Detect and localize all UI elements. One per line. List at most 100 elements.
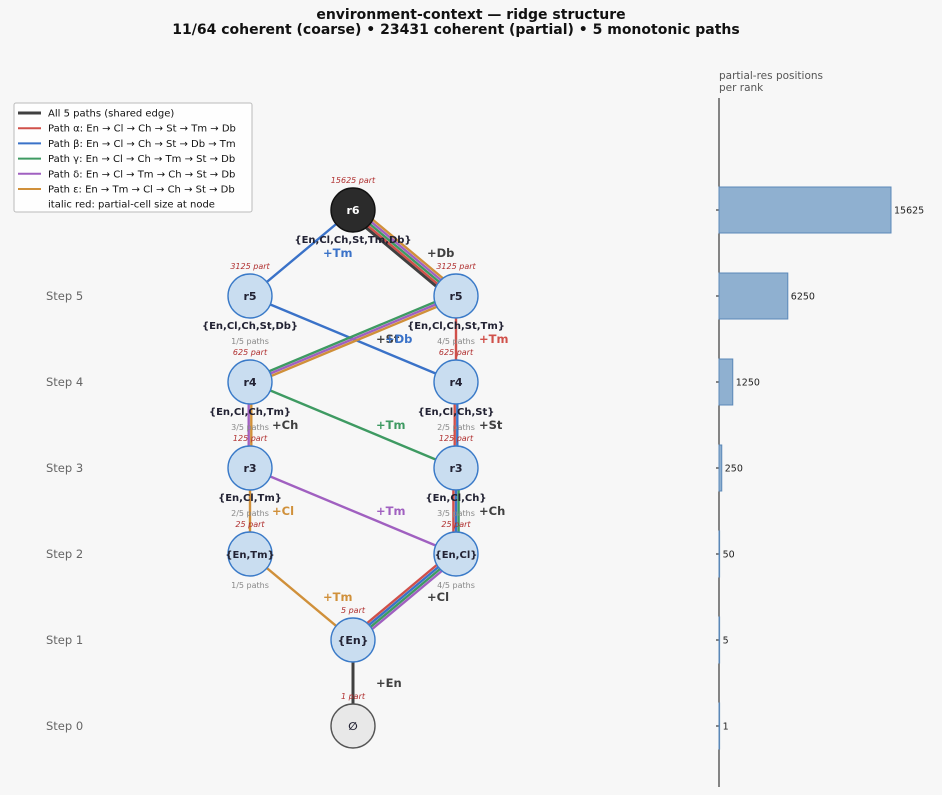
edge-label-9: +St [376,332,400,346]
node-paths-r5b: 4/5 paths [437,337,475,346]
step-label-4: Step 4 [46,375,83,389]
legend-entry-5: Path ε: En → Tm → Cl → Ch → St → Db [48,185,235,196]
edge-label-11: +Tm [479,332,508,346]
node-r5b: r5 3125 part {En,Cl,Ch,St,Tm} 4/5 paths [407,262,505,346]
edge-r5b-r6-epsilon [355,204,461,294]
chart-title-line-2: per rank [719,82,764,94]
node-part-empty: 1 part [341,692,366,701]
edge-label-13: +Db [427,246,454,260]
step-label-2: Step 2 [46,547,83,561]
chart-bar-4 [718,358,734,406]
chart-bar-0 [718,702,721,750]
node-label-empty: ∅ [348,720,357,733]
edge-label-0: +En [376,676,402,690]
node-circle-r5a [227,273,273,319]
edge-label-6: +Ch [479,504,505,518]
edge-en-encl-alpha [349,549,455,639]
node-set-r3b: {En,Cl,Ch} [425,493,486,504]
chart-bar-5 [718,272,789,320]
node-part-r5a: 3125 part [230,262,270,271]
legend-entry-4: Path δ: En → Cl → Tm → Ch → St → Db [48,169,235,180]
edge-label-3: +Cl [272,504,294,518]
node-circle-r6 [330,187,376,233]
chart-bar-6 [718,186,892,234]
legend-entry-2: Path β: En → Cl → Ch → St → Db → Tm [48,139,236,150]
node-r5a: r5 3125 part {En,Cl,Ch,St,Db} 1/5 paths [202,262,298,346]
edge-label-7: +Tm [376,418,405,432]
node-part-r4a: 625 part [233,348,268,357]
node-paths-r5a: 1/5 paths [231,337,269,346]
chart-bar-label-4: 1250 [736,378,760,389]
edge-encl-r3a-delta [248,466,458,556]
chart-bar-2 [718,530,721,578]
step-label-0: Step 0 [46,719,83,733]
node-paths-encl: 4/5 paths [437,581,475,590]
node-label-r5b: r5 [449,290,462,303]
node-empty: ∅ 1 part [330,692,376,749]
node-label-encl: {En,Cl} [435,550,478,561]
node-paths-r3b: 3/5 paths [437,509,475,518]
node-part-encl: 25 part [441,520,471,529]
node-set-r5b: {En,Cl,Ch,St,Tm} [407,321,505,332]
node-label-r3a: r3 [243,462,256,475]
node-part-r5b: 3125 part [436,262,476,271]
chart-title-line-1: partial-res positions [719,70,823,82]
edge-label-2: +Cl [427,590,449,604]
edge-label-8: +St [479,418,503,432]
figure-title: environment-context — ridge structure [316,7,625,23]
node-label-r5a: r5 [243,290,256,303]
node-circle-r5b [433,273,479,319]
node-part-en: 5 part [341,606,366,615]
node-set-r5a: {En,Cl,Ch,St,Db} [202,321,298,332]
node-set-r6: {En,Cl,Ch,St,Tm,Db} [294,235,411,246]
node-circle-en [330,617,376,663]
chart-bar-label-1: 5 [723,636,729,647]
node-set-r4b: {En,Cl,Ch,St} [418,407,495,418]
edge-r3b-r4a-gamma [248,380,458,470]
edge-r5b-r6-shared [348,212,455,302]
node-set-r3a: {En,Cl,Tm} [218,493,282,504]
edge-label-10: +Db [385,332,412,346]
node-paths-r4a: 3/5 paths [231,423,269,432]
step-label-3: Step 3 [46,461,83,475]
edge-labels: +En+Tm+Cl+Cl+Tm+Ch+Ch+Tm+St+St+Db+Tm+Tm+… [272,246,508,690]
node-label-en: {En} [337,634,368,647]
legend-entry-3: Path γ: En → Cl → Ch → Tm → St → Db [48,154,235,165]
node-label-r6: r6 [346,204,359,217]
node-label-r4a: r4 [243,376,256,389]
node-circle-entm [227,531,273,577]
node-label-r3b: r3 [449,462,462,475]
edge-r4a-r5b-gamma [247,292,457,381]
chart-bar-label-6: 15625 [894,206,924,217]
node-part-r4b: 625 part [439,348,474,357]
node-circle-empty [330,703,376,749]
legend-entry-0: All 5 paths (shared edge) [48,109,174,120]
chart-bar-label-0: 1 [723,722,729,733]
node-encl: {En,Cl} 25 part 4/5 paths [433,520,479,590]
chart-bar-3 [718,444,723,492]
legend-entry-1: Path α: En → Cl → Ch → St → Tm → Db [48,124,236,135]
edge-en-encl-delta [354,555,460,645]
node-r4a: r4 625 part {En,Cl,Ch,Tm} 3/5 paths [209,348,291,432]
chart-bar-label-3: 250 [725,464,743,475]
node-circle-encl [433,531,479,577]
node-set-r4a: {En,Cl,Ch,Tm} [209,407,291,418]
node-part-entm: 25 part [235,520,265,529]
figure-subtitle: 11/64 coherent (coarse) • 23431 coherent… [172,22,739,38]
step-label-1: Step 1 [46,633,83,647]
node-label-r4b: r4 [449,376,462,389]
node-circle-r3b [433,445,479,491]
chart-bar-label-2: 50 [723,550,735,561]
edge-r4a-r5b-delta [248,294,458,384]
chart-bar-1 [718,616,721,664]
node-label-entm: {En,Tm} [225,550,274,561]
nodes: ∅ 1 part {En} 5 part {En,Tm} 25 part 1/5 paths… [202,176,505,749]
edge-r4a-r5b-epsilon [249,297,459,386]
node-part-r3a: 125 part [233,434,268,443]
